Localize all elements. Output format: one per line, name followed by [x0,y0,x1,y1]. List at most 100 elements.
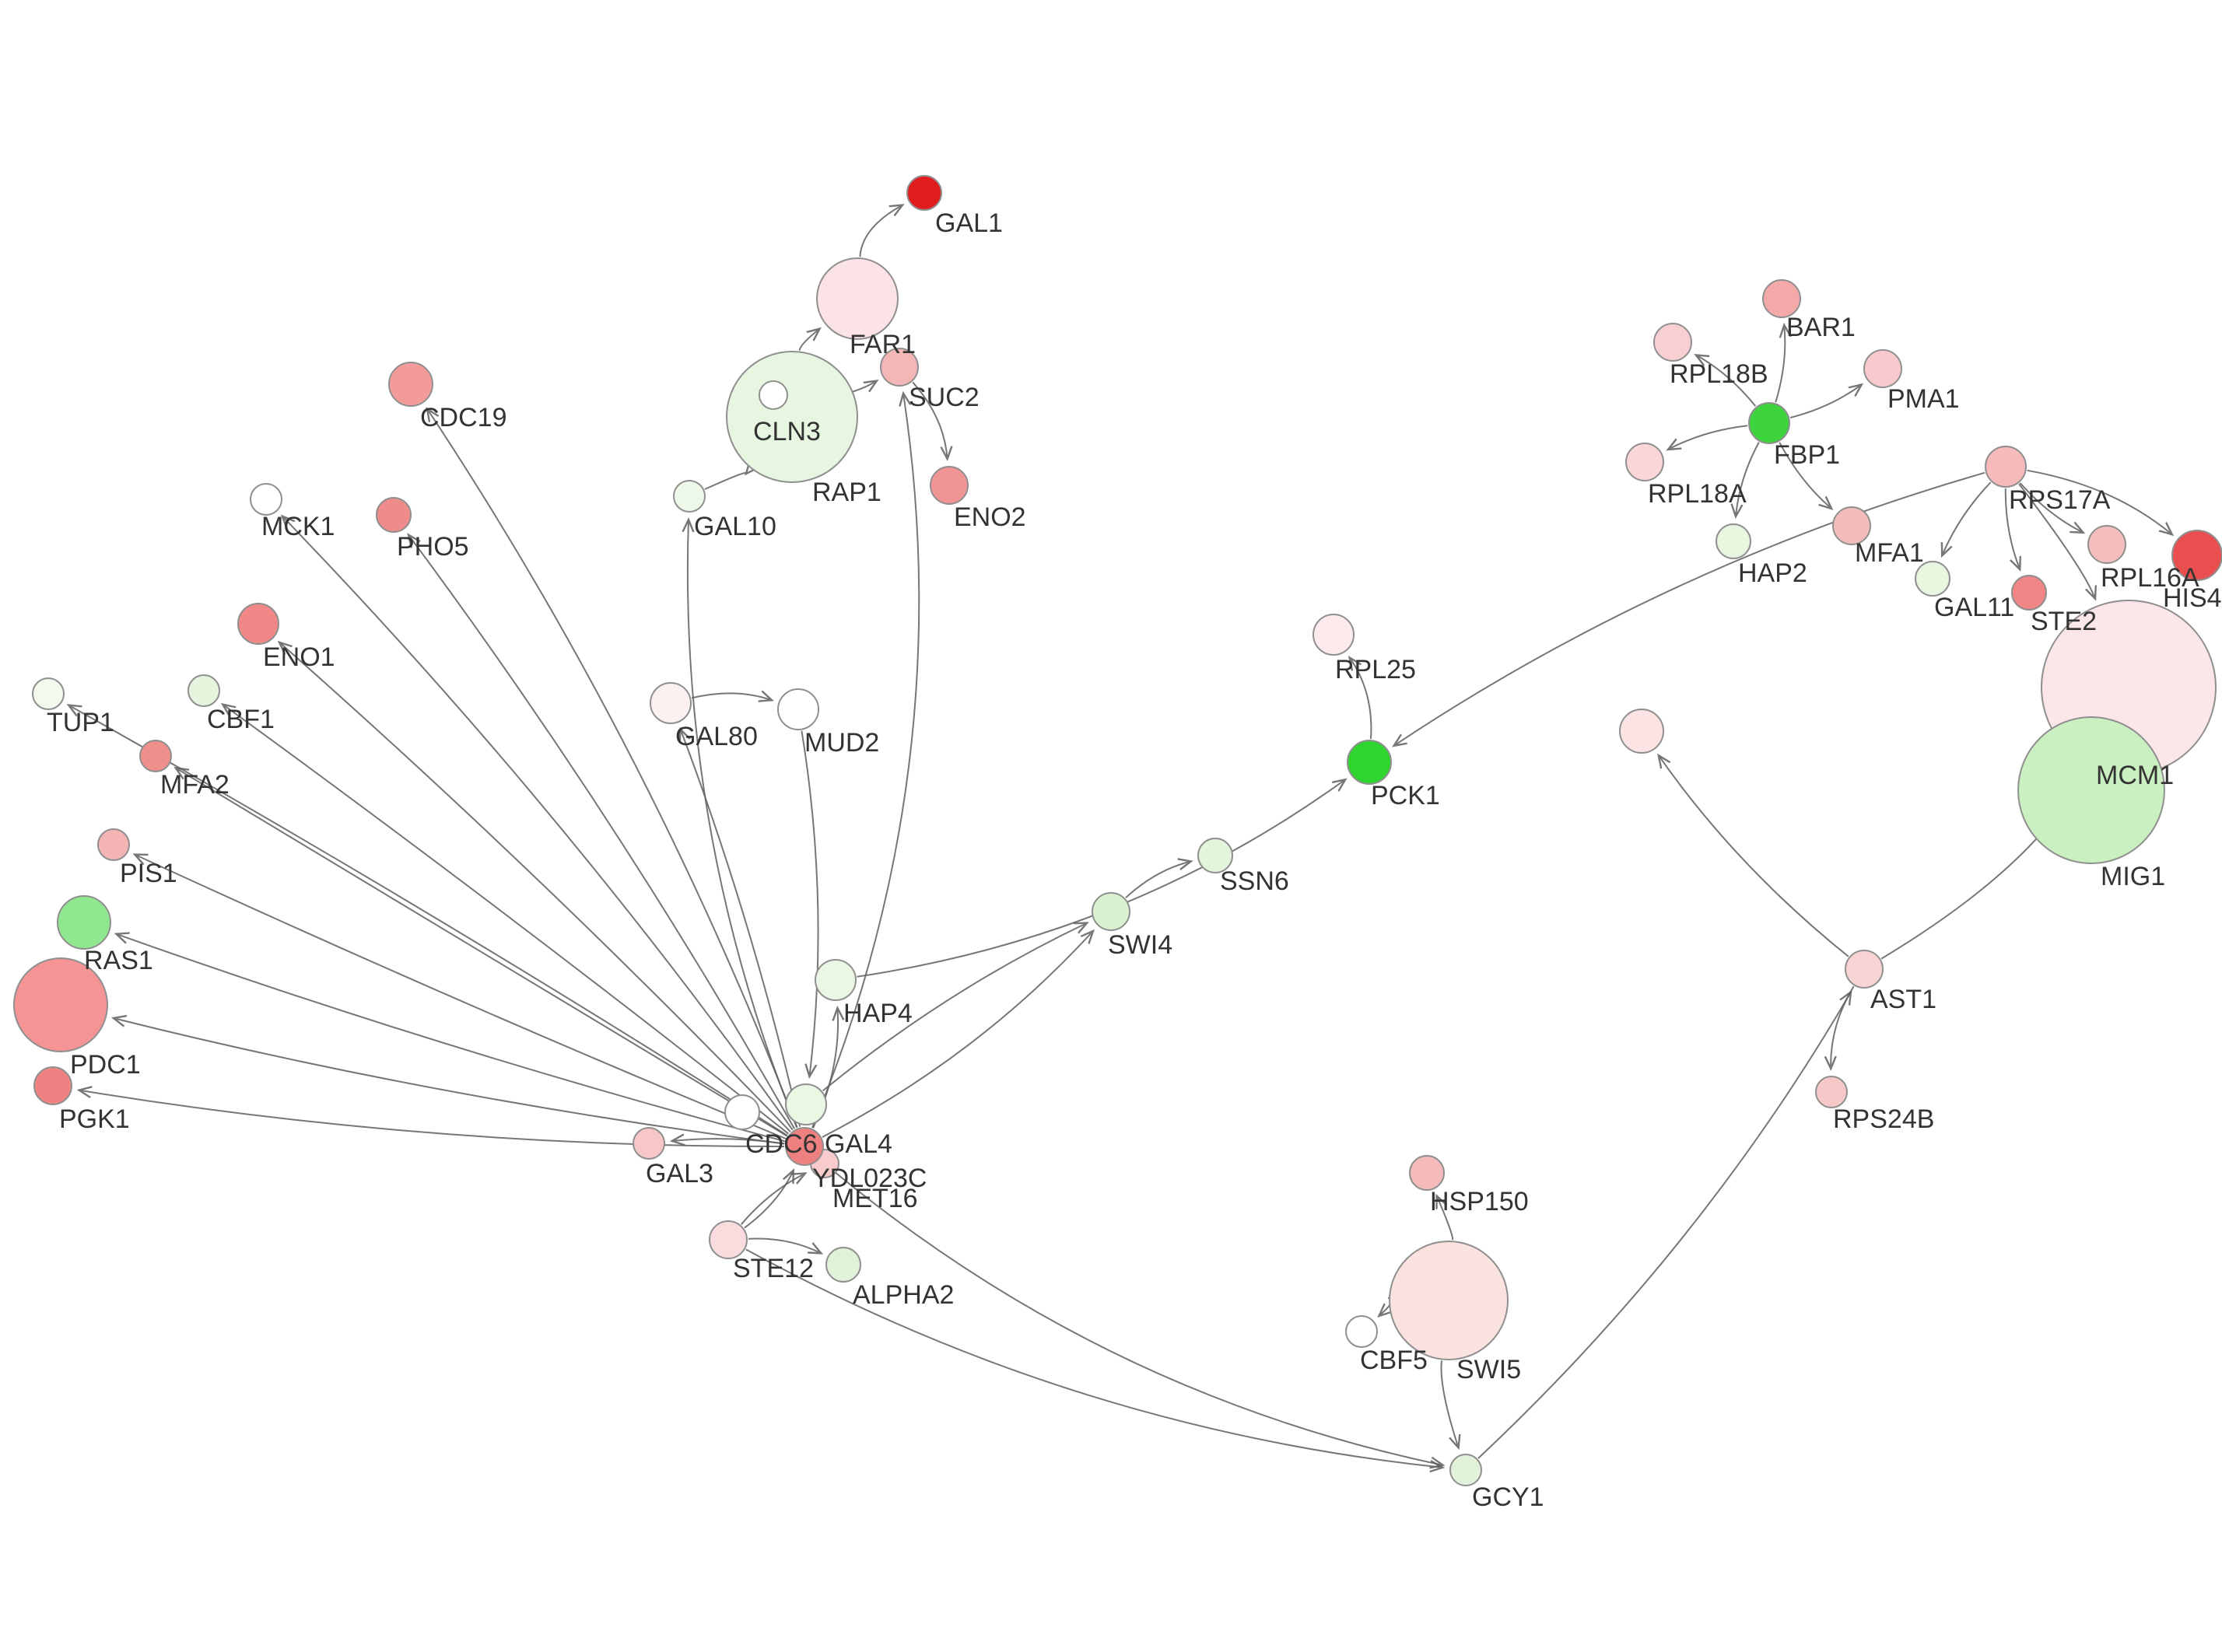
edge-fbp1-pma1[interactable] [1789,384,1862,418]
node-gal80[interactable] [650,682,692,724]
node-gcy1[interactable] [1449,1454,1482,1486]
node-gal3[interactable] [633,1127,665,1160]
edge-ydl023c-gal80[interactable] [681,730,801,1127]
node-alpha2[interactable] [825,1247,861,1283]
edge-gal10-cln3[interactable] [704,473,746,490]
edge-cln3-far1[interactable] [798,329,820,351]
edge-rps17a-his4[interactable] [2027,469,2172,534]
edge-gal4-swi4[interactable] [822,923,1088,1092]
edge-rps17a-pck1[interactable] [1394,471,1985,746]
node-tup1[interactable] [32,677,65,710]
node-suc2[interactable] [880,348,919,387]
edge-swi4-ssn6[interactable] [1125,861,1191,898]
edge-pck1-rpl25[interactable] [1350,657,1372,740]
node-gal4[interactable] [785,1083,827,1125]
edge-ast1-rps24b[interactable] [1831,985,1855,1069]
node-rap1[interactable] [759,380,788,410]
node-pho5[interactable] [376,497,412,533]
edge-rps17a-mcm1[interactable] [2018,483,2095,599]
node-swi4[interactable] [1092,892,1130,931]
edge-suc2-eno2[interactable] [912,381,947,459]
edge-swi5-hsp150[interactable] [1437,1195,1454,1241]
node-ydl023c[interactable] [785,1127,824,1166]
node-eno2[interactable] [930,466,969,505]
node-cln3[interactable] [726,351,858,483]
node-ste2[interactable] [2011,575,2047,611]
node-label-mfa2: MFA2 [160,770,230,800]
node-mck1[interactable] [250,483,282,516]
node-hsp150[interactable] [1409,1155,1445,1191]
edge-swi5-gcy1[interactable] [1440,1360,1459,1447]
edge-ydl023c-pis1[interactable] [135,855,787,1139]
node-ras1[interactable] [57,895,111,950]
node-mfa1[interactable] [1832,506,1871,545]
edge-ydl023c-eno1[interactable] [279,642,791,1132]
edge-ydl023c-gal3[interactable] [672,1139,785,1143]
node-cdc19[interactable] [388,362,433,407]
node-pma1[interactable] [1863,349,1902,388]
edge-gal80-mud2[interactable] [691,693,772,700]
node-gal1[interactable] [906,175,942,211]
node-unlabeled_1[interactable] [1619,709,1664,754]
node-ast1[interactable] [1845,950,1884,989]
edge-ydl023c-suc2[interactable] [811,394,920,1129]
edge-fbp1-rpl18a[interactable] [1668,425,1748,450]
edge-ste12-met16[interactable] [741,1174,805,1225]
node-pck1[interactable] [1347,740,1392,785]
node-mig1[interactable] [2017,716,2165,864]
node-rpl18a[interactable] [1625,443,1664,481]
node-hap2[interactable] [1716,523,1751,559]
node-ssn6[interactable] [1197,838,1233,873]
node-mfa2[interactable] [139,740,172,772]
node-eno1[interactable] [237,603,279,645]
node-mud2[interactable] [777,688,819,730]
edge-fbp1-rpl18b[interactable] [1696,355,1757,407]
node-fbp1[interactable] [1748,402,1790,444]
edge-ydl023c-gal10[interactable] [688,520,798,1129]
edge-rps17a-rpl16a[interactable] [2019,482,2084,533]
edge-ydl023c-mfa2[interactable] [176,768,788,1137]
edge-ydl023c-ras1[interactable] [116,934,786,1143]
node-bar1[interactable] [1762,279,1801,318]
edge-ydl023c-cdc19[interactable] [427,409,798,1129]
node-far1[interactable] [816,257,899,340]
node-swi5[interactable] [1389,1241,1509,1360]
edge-fbp1-bar1[interactable] [1775,325,1785,403]
edge-ydl023c-gcy1[interactable] [819,1159,1443,1465]
node-cbf1[interactable] [188,674,220,707]
node-pis1[interactable] [97,828,130,861]
node-ste12[interactable] [709,1220,748,1259]
node-cdc6[interactable] [724,1094,760,1130]
node-pgk1[interactable] [33,1066,72,1105]
edge-ydl023c-tup1[interactable] [68,705,788,1136]
node-rpl16a[interactable] [2087,525,2126,564]
node-cbf5[interactable] [1345,1315,1378,1348]
edge-ydl023c-pdc1[interactable] [114,1018,785,1145]
edge-ste12-gcy1[interactable] [745,1248,1442,1467]
edge-fbp1-hap2[interactable] [1736,442,1760,517]
edge-ast1-unlabeled_1[interactable] [1659,755,1849,957]
edge-rps17a-gal11[interactable] [1942,481,1992,555]
edge-ydl023c-cbf1[interactable] [223,705,790,1135]
edge-gcy1-ast1[interactable] [1477,992,1851,1459]
edge-rps17a-ste2[interactable] [2004,488,2020,569]
edge-ydl023c-mck1[interactable] [282,516,794,1131]
edge-far1-gal1[interactable] [859,205,902,257]
node-hap4[interactable] [815,959,857,1001]
node-pdc1[interactable] [13,957,108,1052]
node-rpl25[interactable] [1313,614,1355,656]
node-gal11[interactable] [1915,561,1950,597]
edge-ydl023c-pgk1[interactable] [79,1090,785,1148]
node-rps17a[interactable] [1985,446,2027,488]
edge-mud2-gal4[interactable] [801,730,819,1077]
node-rpl18b[interactable] [1653,323,1692,362]
node-rps24b[interactable] [1815,1076,1848,1108]
edge-ste12-ydl023c[interactable] [744,1171,794,1229]
edge-ydl023c-swi4[interactable] [822,931,1093,1138]
edge-ste12-alpha2[interactable] [748,1237,821,1254]
node-gal10[interactable] [673,480,706,513]
edge-ydl023c-pho5[interactable] [408,535,796,1129]
node-his4[interactable] [2171,530,2222,581]
edge-fbp1-mfa1[interactable] [1779,442,1831,509]
